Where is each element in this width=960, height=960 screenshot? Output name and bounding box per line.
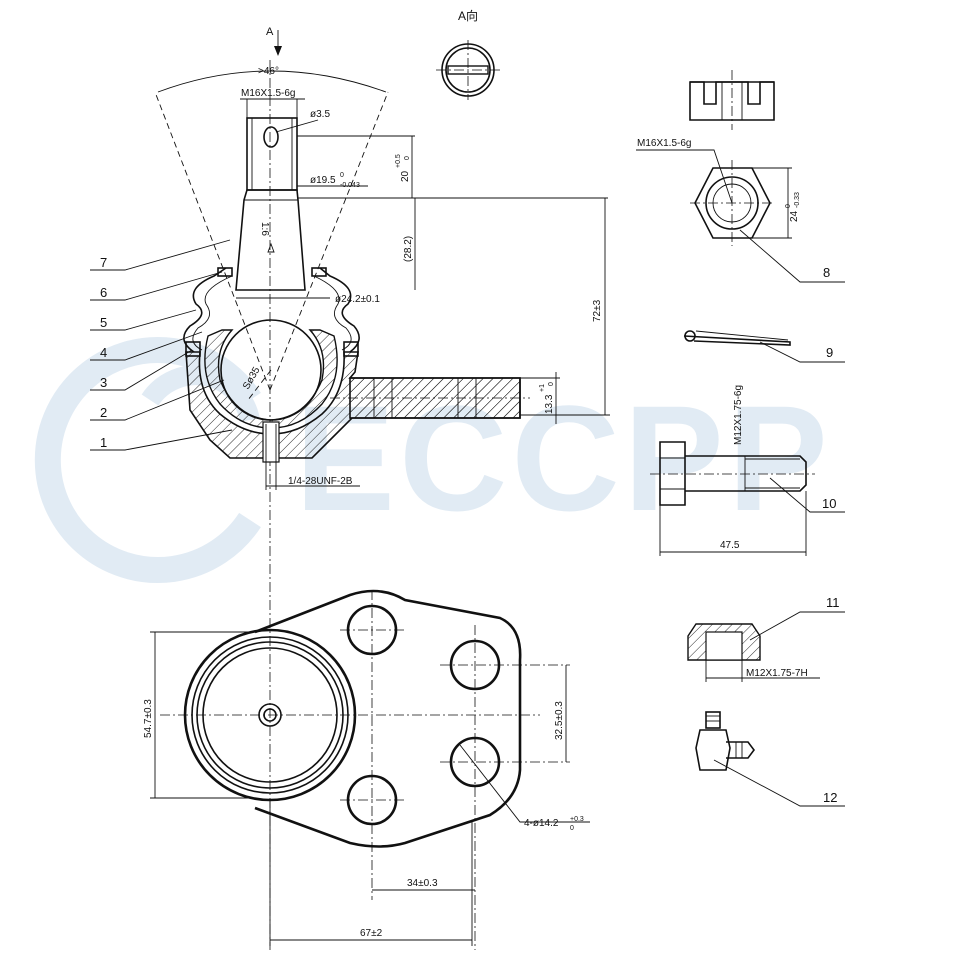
callout-5: 5: [100, 315, 107, 330]
callout-10: 10: [822, 496, 836, 511]
view-arrow-icon: [274, 46, 282, 56]
view-arrow-letter: A: [266, 26, 274, 38]
boot-ring-top-right: [311, 267, 327, 277]
dim-hole-spacing-h: 34±0.3: [407, 878, 438, 889]
dim-taper: 1:6: [259, 222, 270, 236]
dim-locknut-thread: M12X1.75-7H: [746, 668, 808, 679]
callout-1: 1: [100, 435, 107, 450]
dim-overall-height: 72±3: [592, 299, 603, 322]
callout-11: 11: [826, 595, 840, 610]
dim-nut-thread: M16X1.5-6g: [637, 138, 691, 149]
dim-nut-width-tol-lower: -0.33: [794, 192, 801, 208]
view-a: A向: [436, 8, 500, 100]
dim-stud-length: 20: [400, 170, 411, 182]
dim-stud-thread: M16X1.5-6g: [241, 88, 295, 99]
cotter-pin: 9: [683, 330, 845, 363]
lock-nut: M12X1.75-7H 11: [687, 595, 845, 682]
callout-6: 6: [100, 285, 107, 300]
dim-flange-thickness: 13.3: [544, 394, 555, 414]
dim-stud-length-tol-lower: 0: [404, 156, 411, 160]
dim-stud-dia-tol-lower: -0.043: [340, 182, 360, 189]
bolt: M12X1.75-6g 47.5 10: [650, 385, 845, 556]
castle-nut: M16X1.5-6g 24 0 -0.33 8: [636, 70, 845, 283]
callout-4: 4: [100, 345, 107, 360]
stud-taper: [235, 189, 306, 291]
dim-flange-tol-upper: +1: [539, 384, 546, 392]
callout-leaders-left: [90, 239, 233, 451]
callout-9: 9: [826, 345, 833, 360]
plan-view: 54.7±0.3 32.5±0.3 4-ø14.2 +0.3 0 34±0.3 …: [143, 589, 590, 950]
dim-cotter-hole: ø3.5: [310, 109, 330, 120]
dim-nut-width: 24: [789, 210, 800, 222]
dim-bolt-thread: M12X1.75-6g: [733, 385, 744, 445]
dim-grease-thread: 1/4-28UNF-2B: [288, 476, 353, 487]
callout-2: 2: [100, 405, 107, 420]
dim-base-width: 67±2: [360, 928, 383, 939]
bearing-seat: [204, 329, 338, 429]
stud-threaded-end: [246, 117, 298, 191]
taper-arrow-icon: [267, 242, 275, 253]
dim-nut-width-tol-upper: 0: [785, 204, 792, 208]
dim-angle: >46°: [258, 66, 279, 77]
callout-7: 7: [100, 255, 107, 270]
callout-3: 3: [100, 375, 107, 390]
dim-holes-tol-lower: 0: [570, 825, 574, 832]
grease-bore: [262, 421, 280, 463]
boot-ring-top-left: [217, 267, 233, 277]
dim-neck-dia: ø24.2±0.1: [335, 294, 380, 305]
callout-8: 8: [823, 265, 830, 280]
dim-bolt-length: 47.5: [720, 540, 740, 551]
dim-stud-dia-tol-upper: 0: [340, 172, 344, 179]
dim-taper-length: (28.2): [403, 236, 414, 262]
dim-flange-tol-lower: 0: [548, 382, 555, 386]
dim-stud-dia: ø19.5: [310, 175, 336, 186]
flange-outline: [254, 589, 522, 848]
grease-fitting: 12: [695, 711, 845, 807]
cotter-hole: [263, 126, 279, 148]
dim-holes: 4-ø14.2: [524, 818, 559, 829]
dim-base-height: 54.7±0.3: [143, 699, 154, 738]
dim-hole-spacing-v: 32.5±0.3: [554, 701, 565, 740]
dim-holes-tol-upper: +0.3: [570, 816, 584, 823]
view-a-title: A向: [458, 8, 478, 23]
callout-12: 12: [823, 790, 837, 805]
dim-stud-length-tol-upper: +0.5: [395, 154, 402, 168]
